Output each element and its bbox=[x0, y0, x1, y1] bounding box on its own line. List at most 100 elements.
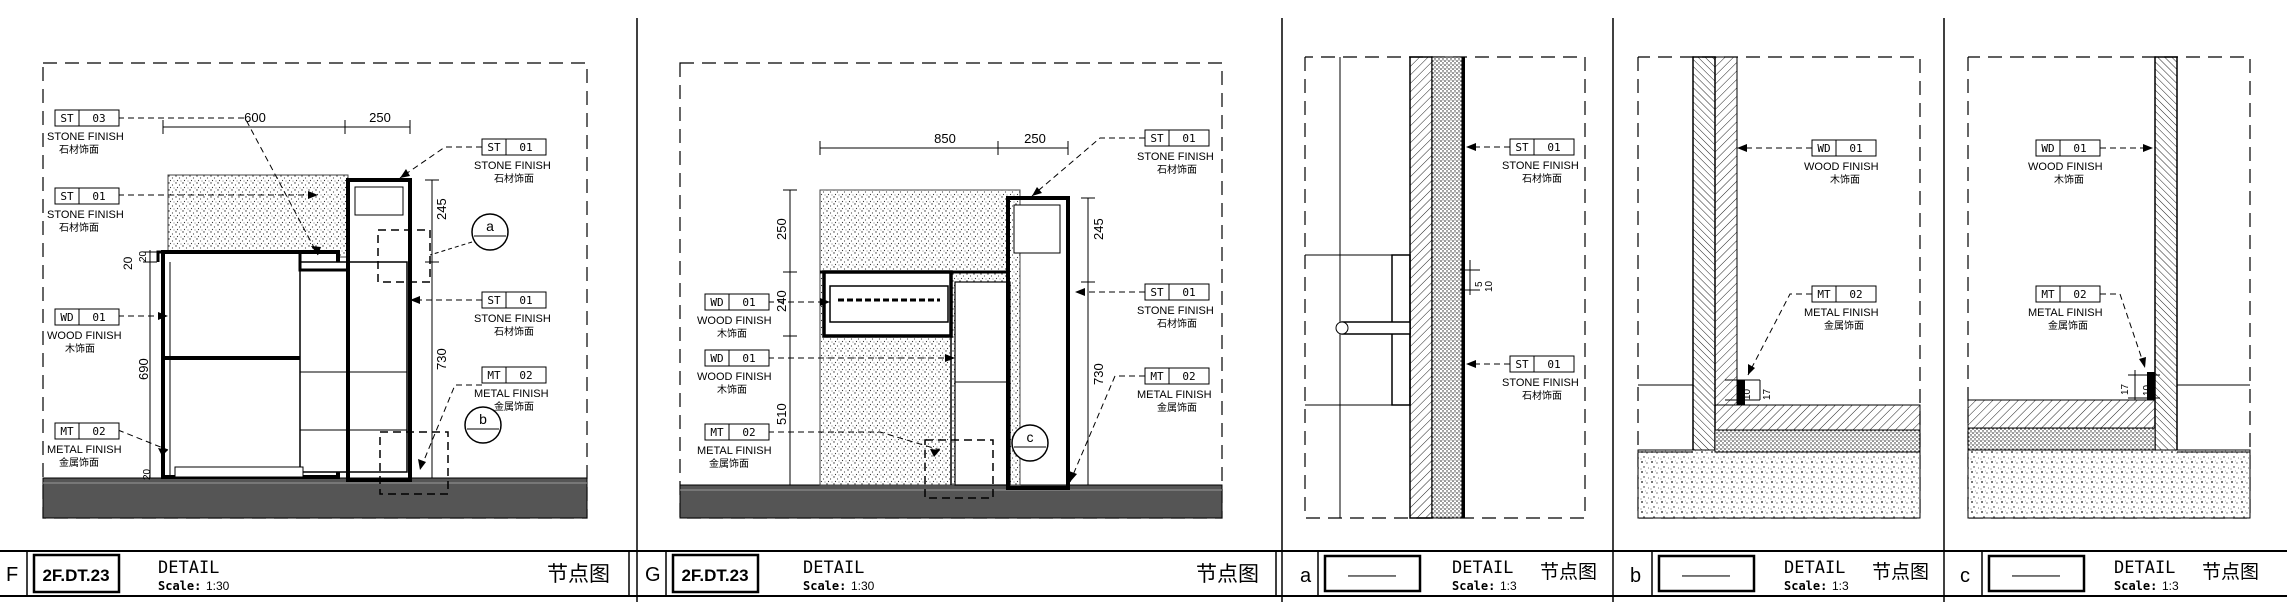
svg-text:石材饰面: 石材饰面 bbox=[494, 172, 534, 185]
svg-text:WD: WD bbox=[2041, 142, 2054, 155]
title-F-letter: F bbox=[6, 564, 18, 586]
title-c-detail: DETAIL bbox=[2114, 558, 2175, 578]
svg-text:WOOD FINISH: WOOD FINISH bbox=[2028, 161, 2103, 173]
svg-text:01: 01 bbox=[519, 294, 532, 307]
panel-c-tag-mt02: MT 02 METAL FINISH 金属饰面 bbox=[2028, 285, 2103, 332]
svg-text:WOOD FINISH: WOOD FINISH bbox=[697, 315, 772, 327]
title-G-detail: DETAIL bbox=[803, 558, 864, 578]
panel-F-dim-600: 600 bbox=[244, 110, 266, 125]
title-G-chinese: 节点图 bbox=[1196, 563, 1259, 586]
title-block-G[interactable]: G 2F.DT.23 DETAIL Scale: 1:30 节点图 bbox=[645, 551, 1259, 596]
svg-text:ST: ST bbox=[60, 190, 74, 203]
title-b-scale-value: 1:3 bbox=[1832, 579, 1849, 593]
title-bar: F 2F.DT.23 DETAIL Scale: 1:30 节点图 G 2F.D… bbox=[0, 550, 2287, 597]
callout-bubble-b[interactable]: b bbox=[464, 406, 502, 444]
title-block-F[interactable]: F 2F.DT.23 DETAIL Scale: 1:30 节点图 bbox=[6, 551, 610, 596]
title-c-letter: c bbox=[1960, 565, 1970, 587]
panel-F-dashed-frame bbox=[42, 62, 588, 519]
svg-text:STONE FINISH: STONE FINISH bbox=[474, 160, 551, 172]
panel-F-dim-20b: 20 bbox=[138, 250, 149, 262]
svg-text:METAL FINISH: METAL FINISH bbox=[1137, 389, 1212, 401]
title-block-a[interactable]: a ——— DETAIL Scale: 1:3 节点图 bbox=[1300, 551, 1597, 596]
svg-text:木饰面: 木饰面 bbox=[717, 327, 747, 340]
svg-text:01: 01 bbox=[1547, 358, 1560, 371]
panel-a-drawing: 5 10 ST 01 STONE FINISH 石材饰面 ST 01 STONE… bbox=[1304, 56, 1586, 519]
svg-text:金属饰面: 金属饰面 bbox=[59, 456, 99, 469]
svg-text:01: 01 bbox=[2073, 142, 2086, 155]
panel-a-stone-wall bbox=[1409, 56, 1433, 519]
svg-text:金属饰面: 金属饰面 bbox=[709, 457, 749, 470]
svg-text:METAL FINISH: METAL FINISH bbox=[474, 388, 549, 400]
svg-text:STONE FINISH: STONE FINISH bbox=[1502, 377, 1579, 389]
svg-text:02: 02 bbox=[1849, 288, 1862, 301]
svg-text:WOOD FINISH: WOOD FINISH bbox=[1804, 161, 1879, 173]
panel-G-tag-wd01-a: WD 01 WOOD FINISH 木饰面 bbox=[697, 293, 772, 340]
panel-b-gravel bbox=[1637, 449, 1921, 519]
title-a-chinese: 节点图 bbox=[1540, 561, 1597, 583]
title-b-chinese: 节点图 bbox=[1872, 561, 1929, 583]
svg-text:石材饰面: 石材饰面 bbox=[1522, 389, 1562, 402]
svg-text:MT: MT bbox=[1817, 288, 1831, 301]
title-a-scale-label: Scale: bbox=[1452, 579, 1495, 593]
title-a-detail: DETAIL bbox=[1452, 558, 1513, 578]
panel-F-dimensions bbox=[143, 120, 439, 479]
panel-G-tag-mt02-right: MT 02 METAL FINISH 金属饰面 bbox=[1137, 367, 1212, 414]
panel-G-dim-240: 240 bbox=[774, 290, 789, 312]
title-block-c[interactable]: c ——— DETAIL Scale: 1:3 节点图 bbox=[1960, 551, 2259, 596]
panel-G-dim-250v: 250 bbox=[774, 218, 789, 240]
callout-b-label: b bbox=[479, 411, 487, 427]
svg-text:01: 01 bbox=[1849, 142, 1862, 155]
title-a-letter: a bbox=[1300, 565, 1312, 587]
svg-text:金属饰面: 金属饰面 bbox=[2048, 319, 2088, 332]
svg-text:STONE FINISH: STONE FINISH bbox=[1137, 305, 1214, 317]
svg-text:木饰面: 木饰面 bbox=[65, 342, 95, 355]
panel-G-dim-850: 850 bbox=[934, 131, 956, 146]
svg-text:WD: WD bbox=[710, 296, 723, 309]
panel-F-dim-20a: 20 bbox=[121, 256, 135, 270]
callout-bubble-c[interactable]: c bbox=[1011, 424, 1049, 462]
title-b-scale-label: Scale: bbox=[1784, 579, 1827, 593]
panel-F-stone-top bbox=[167, 174, 349, 258]
title-block-b[interactable]: b ——— DETAIL Scale: 1:3 节点图 bbox=[1630, 551, 1929, 596]
svg-text:01: 01 bbox=[1182, 286, 1195, 299]
svg-text:石材饰面: 石材饰面 bbox=[59, 221, 99, 234]
svg-text:石材饰面: 石材饰面 bbox=[494, 325, 534, 338]
panel-F-drawing: 600 250 245 20 20 690 730 20 bbox=[42, 62, 588, 519]
panel-F-tag-st01-right-top: ST 01 STONE FINISH 石材饰面 bbox=[474, 138, 551, 185]
svg-text:木饰面: 木饰面 bbox=[717, 383, 747, 396]
title-c-scale-value: 1:3 bbox=[2162, 579, 2179, 593]
panel-F-tag-st03-top: ST 03 STONE FINISH 石材饰面 bbox=[47, 109, 124, 156]
svg-text:ST: ST bbox=[487, 294, 501, 307]
svg-text:ST: ST bbox=[1515, 358, 1529, 371]
panel-a-dim-10: 10 bbox=[1484, 280, 1495, 292]
panel-c-dim-17: 17 bbox=[2120, 383, 2131, 395]
svg-text:MT: MT bbox=[1150, 370, 1164, 383]
title-F-scale-label: Scale: bbox=[158, 579, 201, 593]
svg-text:ST: ST bbox=[60, 112, 74, 125]
panel-G-column bbox=[1006, 196, 1070, 490]
title-a-ref: ——— bbox=[1348, 567, 1396, 584]
panel-c-gravel bbox=[1967, 449, 2251, 519]
title-F-detail: DETAIL bbox=[158, 558, 219, 578]
title-a-scale-value: 1:3 bbox=[1500, 579, 1517, 593]
callout-a-label: a bbox=[486, 218, 494, 234]
panel-c-tag-wd01: WD 01 WOOD FINISH 木饰面 bbox=[2028, 139, 2103, 186]
svg-text:02: 02 bbox=[519, 369, 532, 382]
svg-text:STONE FINISH: STONE FINISH bbox=[1502, 160, 1579, 172]
svg-text:METAL FINISH: METAL FINISH bbox=[1804, 307, 1879, 319]
panel-G-dim-250: 250 bbox=[1024, 131, 1046, 146]
svg-text:01: 01 bbox=[1182, 132, 1195, 145]
callout-c-label: c bbox=[1027, 429, 1034, 445]
svg-text:STONE FINISH: STONE FINISH bbox=[1137, 151, 1214, 163]
callout-bubble-a[interactable]: a bbox=[429, 213, 509, 256]
svg-text:ST: ST bbox=[1515, 141, 1529, 154]
svg-text:WD: WD bbox=[1817, 142, 1830, 155]
svg-text:02: 02 bbox=[1182, 370, 1195, 383]
panel-a-tag-st01-top: ST 01 STONE FINISH 石材饰面 bbox=[1502, 138, 1579, 185]
panel-b-wood-wall bbox=[1692, 56, 1716, 458]
title-G-scale-value: 1:30 bbox=[851, 579, 875, 593]
panel-G-dim-730: 730 bbox=[1091, 363, 1106, 385]
panel-a-dim-5: 5 bbox=[1474, 281, 1485, 287]
panel-b-dim-17: 17 bbox=[1762, 388, 1773, 400]
svg-text:木饰面: 木饰面 bbox=[2054, 173, 2084, 186]
